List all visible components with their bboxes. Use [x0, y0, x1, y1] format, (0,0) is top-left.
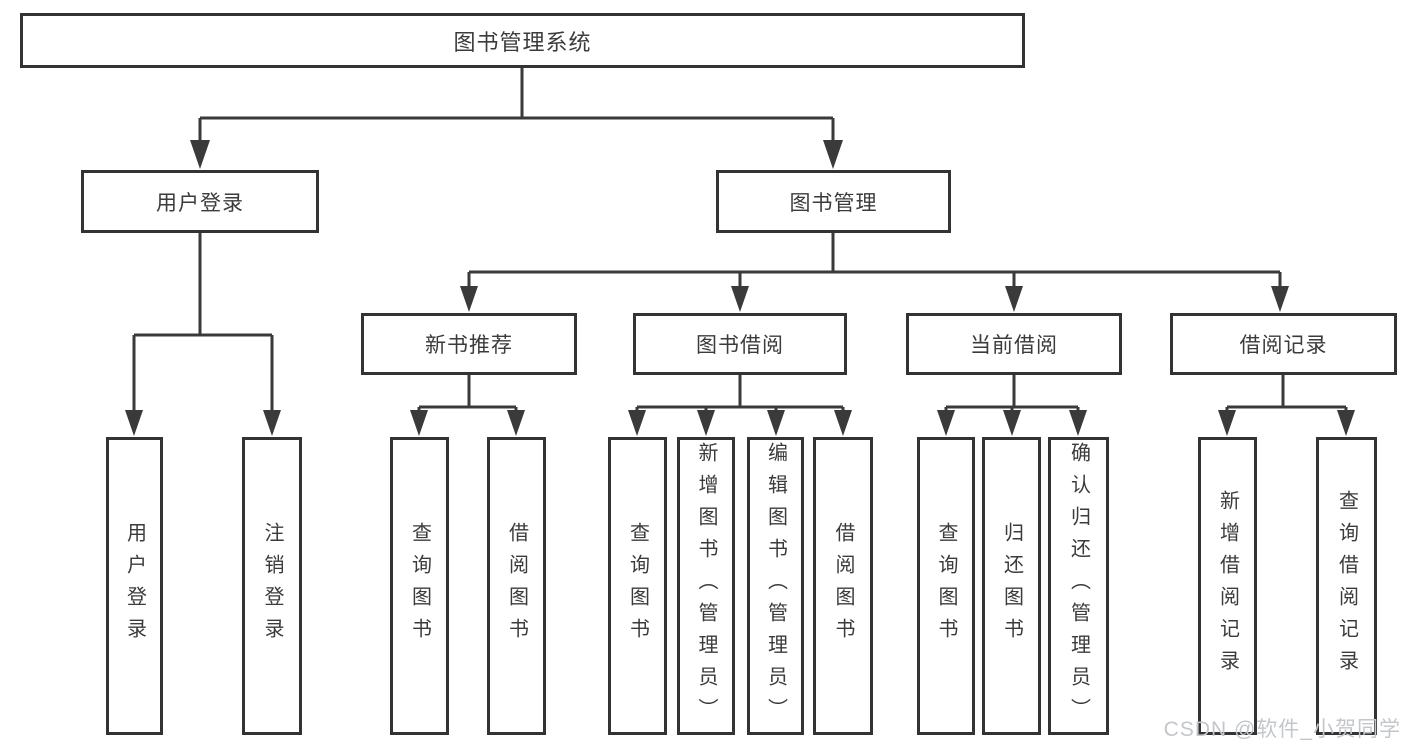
edge-records-split: [1225, 375, 1348, 418]
node-label: 新增图书（管理员）: [695, 442, 717, 730]
arrowhead: [1218, 410, 1236, 436]
edge-borrowing-split: [635, 375, 845, 418]
node-label: 图书管理系统: [453, 29, 592, 55]
arrowhead: [190, 140, 210, 169]
node-label: 借阅记录: [1239, 334, 1328, 357]
leaf-add-books-admin: 新增图书（管理员）: [677, 437, 735, 735]
node-label: 归还图书: [1000, 522, 1023, 650]
arrowhead: [1069, 410, 1087, 436]
edge-bookmgmt-split: [467, 233, 1282, 292]
arrowhead: [410, 410, 428, 436]
arrowhead: [1003, 410, 1021, 436]
arrowhead: [1005, 286, 1023, 312]
node-library-management-system: 图书管理系统: [20, 13, 1025, 68]
arrowhead: [125, 410, 143, 436]
node-label: 查询图书: [935, 522, 957, 650]
leaf-confirm-return-admin: 确认归还（管理员）: [1048, 437, 1109, 735]
arrowhead: [731, 286, 749, 312]
leaf-query-books-recommend: 查询图书: [390, 437, 449, 735]
node-book-management: 图书管理: [716, 170, 951, 233]
leaf-borrow-books: 借阅图书: [813, 437, 873, 735]
node-label: 借阅图书: [832, 522, 854, 650]
node-label: 新书推荐: [425, 334, 513, 357]
leaf-edit-books-admin: 编辑图书（管理员）: [747, 437, 804, 735]
arrowhead: [1337, 410, 1355, 436]
arrowheads: [125, 140, 1355, 436]
arrowhead: [767, 410, 785, 436]
arrowhead: [834, 410, 852, 436]
arrowhead: [263, 410, 281, 436]
arrowhead: [460, 286, 478, 312]
leaf-return-books: 归还图书: [982, 437, 1041, 735]
node-label: 查询借阅记录: [1335, 490, 1358, 682]
edge-newbook-split: [417, 375, 518, 418]
node-user-login: 用户登录: [81, 170, 319, 233]
arrowhead: [697, 410, 715, 436]
node-label: 用户登录: [156, 191, 244, 215]
leaf-query-books-borrowing: 查询图书: [608, 437, 667, 735]
leaf-query-borrow-record: 查询借阅记录: [1316, 437, 1377, 735]
node-label: 确认归还（管理员）: [1067, 442, 1090, 730]
node-label: 注销登录: [261, 522, 283, 650]
arrowhead: [507, 410, 525, 436]
node-current-borrowing: 当前借阅: [906, 313, 1122, 375]
csdn-watermark: CSDN @软件_小贺同学: [1163, 718, 1401, 741]
arrowhead: [823, 140, 843, 169]
node-label: 图书借阅: [696, 334, 784, 357]
node-label: 图书管理: [789, 191, 878, 215]
node-label: 查询图书: [408, 522, 431, 650]
node-new-book-recommend: 新书推荐: [361, 313, 577, 375]
node-borrow-records: 借阅记录: [1170, 313, 1397, 375]
node-label: 查询图书: [626, 522, 649, 650]
arrowhead: [1271, 286, 1289, 312]
leaf-logout: 注销登录: [242, 437, 302, 735]
edge-userlogin-split: [132, 233, 274, 416]
arrowhead: [937, 410, 955, 436]
node-label: 编辑图书（管理员）: [764, 442, 787, 730]
node-label: 当前借阅: [970, 334, 1058, 357]
arrowhead: [628, 410, 646, 436]
edge-root-split: [198, 68, 835, 148]
leaf-query-books-current: 查询图书: [917, 437, 975, 735]
node-label: 用户登录: [123, 522, 146, 650]
leaf-user-login: 用户登录: [106, 437, 163, 735]
node-label: 借阅图书: [505, 522, 528, 650]
leaf-add-borrow-record: 新增借阅记录: [1198, 437, 1257, 735]
node-book-borrowing: 图书借阅: [633, 313, 847, 375]
leaf-borrow-books-recommend: 借阅图书: [487, 437, 546, 735]
node-label: 新增借阅记录: [1216, 490, 1239, 682]
